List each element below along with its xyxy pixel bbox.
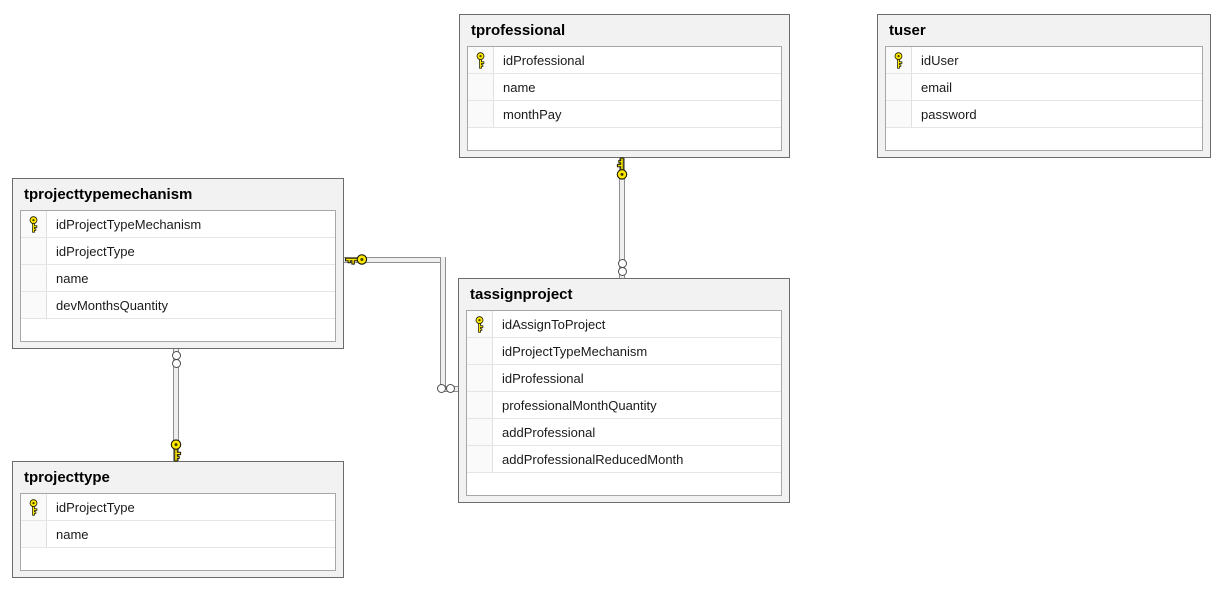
primary-key-icon bbox=[475, 315, 484, 333]
primary-key-cell bbox=[468, 47, 494, 73]
column-name: email bbox=[921, 79, 953, 95]
relationship-line-tprojecttype-tprojecttypemechanism[interactable] bbox=[173, 349, 179, 461]
table-row[interactable]: devMonthsQuantity bbox=[21, 292, 335, 319]
table-title: tprojecttypemechanism bbox=[24, 186, 193, 203]
column-name: addProfessionalReducedMonth bbox=[502, 451, 684, 467]
key-cell bbox=[467, 446, 493, 472]
table-tprofessional[interactable]: tprofessional idProfessional name monthPay bbox=[459, 14, 790, 158]
infinity-icon bbox=[172, 359, 181, 368]
key-cell bbox=[467, 338, 493, 364]
primary-key-icon bbox=[476, 51, 485, 69]
key-cell bbox=[468, 101, 494, 127]
column-name: idProjectType bbox=[56, 499, 135, 515]
infinity-icon bbox=[618, 267, 627, 276]
table-row[interactable]: addProfessional bbox=[467, 419, 781, 446]
key-end-icon bbox=[616, 157, 628, 180]
column-name: idUser bbox=[921, 52, 959, 68]
table-row[interactable]: name bbox=[21, 265, 335, 292]
primary-key-cell bbox=[467, 311, 493, 337]
table-row[interactable]: idAssignToProject bbox=[467, 311, 781, 338]
table-tprojecttypemechanism[interactable]: tprojecttypemechanism idProjectTypeMecha… bbox=[12, 178, 344, 349]
table-row[interactable]: idProjectType bbox=[21, 238, 335, 265]
column-name: monthPay bbox=[503, 106, 562, 122]
column-name: professionalMonthQuantity bbox=[502, 397, 657, 413]
column-name: password bbox=[921, 106, 977, 122]
column-grid: idProjectTypeMechanism idProjectType name d… bbox=[20, 210, 336, 342]
table-row[interactable]: idProjectType bbox=[21, 494, 335, 521]
table-row[interactable]: idProfessional bbox=[468, 47, 781, 74]
key-cell bbox=[21, 521, 47, 547]
column-name: addProfessional bbox=[502, 424, 596, 440]
primary-key-cell bbox=[21, 211, 47, 237]
empty-row-space bbox=[886, 128, 1202, 150]
relationship-line-tprojecttypemechanism-tassignproject[interactable] bbox=[344, 257, 446, 263]
column-name: idProjectType bbox=[56, 243, 135, 259]
column-grid: idAssignToProject idProjectTypeMechanism i… bbox=[466, 310, 782, 496]
column-grid: idProfessional name monthPay bbox=[467, 46, 782, 151]
primary-key-icon bbox=[29, 498, 38, 516]
primary-key-cell bbox=[21, 494, 47, 520]
table-header[interactable]: tprojecttype bbox=[13, 462, 343, 493]
primary-key-cell bbox=[886, 47, 912, 73]
table-title: tprofessional bbox=[471, 22, 566, 39]
table-tuser[interactable]: tuser idUser email password bbox=[877, 14, 1211, 158]
empty-row-space bbox=[21, 319, 335, 341]
key-cell bbox=[886, 101, 912, 127]
key-cell bbox=[21, 292, 47, 318]
key-cell bbox=[467, 392, 493, 418]
relationship-line-tprofessional-tassignproject[interactable] bbox=[619, 158, 625, 278]
key-cell bbox=[468, 74, 494, 100]
column-name: idProfessional bbox=[503, 52, 585, 68]
infinity-icon bbox=[437, 384, 446, 393]
primary-key-icon bbox=[29, 215, 38, 233]
table-row[interactable]: idProjectTypeMechanism bbox=[467, 338, 781, 365]
key-end-icon bbox=[345, 254, 368, 266]
table-title: tassignproject bbox=[470, 286, 573, 303]
table-row[interactable]: idUser bbox=[886, 47, 1202, 74]
empty-row-space bbox=[467, 473, 781, 495]
column-name: name bbox=[503, 79, 536, 95]
primary-key-icon bbox=[894, 51, 903, 69]
table-header[interactable]: tprofessional bbox=[460, 15, 789, 46]
column-name: idProjectTypeMechanism bbox=[502, 343, 648, 359]
column-name: idProjectTypeMechanism bbox=[56, 216, 202, 232]
infinity-icon bbox=[446, 384, 455, 393]
table-row[interactable]: idProjectTypeMechanism bbox=[21, 211, 335, 238]
empty-row-space bbox=[21, 548, 335, 570]
column-grid: idUser email password bbox=[885, 46, 1203, 151]
table-tassignproject[interactable]: tassignproject idAssignToProject idProjec… bbox=[458, 278, 790, 503]
key-cell bbox=[886, 74, 912, 100]
key-cell bbox=[467, 419, 493, 445]
key-end-icon bbox=[170, 439, 182, 462]
column-grid: idProjectType name bbox=[20, 493, 336, 571]
column-name: name bbox=[56, 526, 89, 542]
column-name: idAssignToProject bbox=[502, 316, 606, 332]
column-name: devMonthsQuantity bbox=[56, 297, 169, 313]
key-cell bbox=[21, 265, 47, 291]
table-title: tuser bbox=[889, 22, 926, 39]
table-tprojecttype[interactable]: tprojecttype idProjectType name bbox=[12, 461, 344, 578]
table-header[interactable]: tuser bbox=[878, 15, 1210, 46]
table-row[interactable]: professionalMonthQuantity bbox=[467, 392, 781, 419]
table-row[interactable]: name bbox=[468, 74, 781, 101]
key-cell bbox=[21, 238, 47, 264]
table-row[interactable]: idProfessional bbox=[467, 365, 781, 392]
table-row[interactable]: addProfessionalReducedMonth bbox=[467, 446, 781, 473]
column-name: name bbox=[56, 270, 89, 286]
table-title: tprojecttype bbox=[24, 469, 110, 486]
column-name: idProfessional bbox=[502, 370, 584, 386]
table-row[interactable]: name bbox=[21, 521, 335, 548]
empty-row-space bbox=[468, 128, 781, 150]
relationship-line-tprojecttypemechanism-tassignproject[interactable] bbox=[440, 257, 446, 391]
table-header[interactable]: tprojecttypemechanism bbox=[13, 179, 343, 210]
key-cell bbox=[467, 365, 493, 391]
table-header[interactable]: tassignproject bbox=[459, 279, 789, 310]
table-row[interactable]: email bbox=[886, 74, 1202, 101]
table-row[interactable]: password bbox=[886, 101, 1202, 128]
table-row[interactable]: monthPay bbox=[468, 101, 781, 128]
